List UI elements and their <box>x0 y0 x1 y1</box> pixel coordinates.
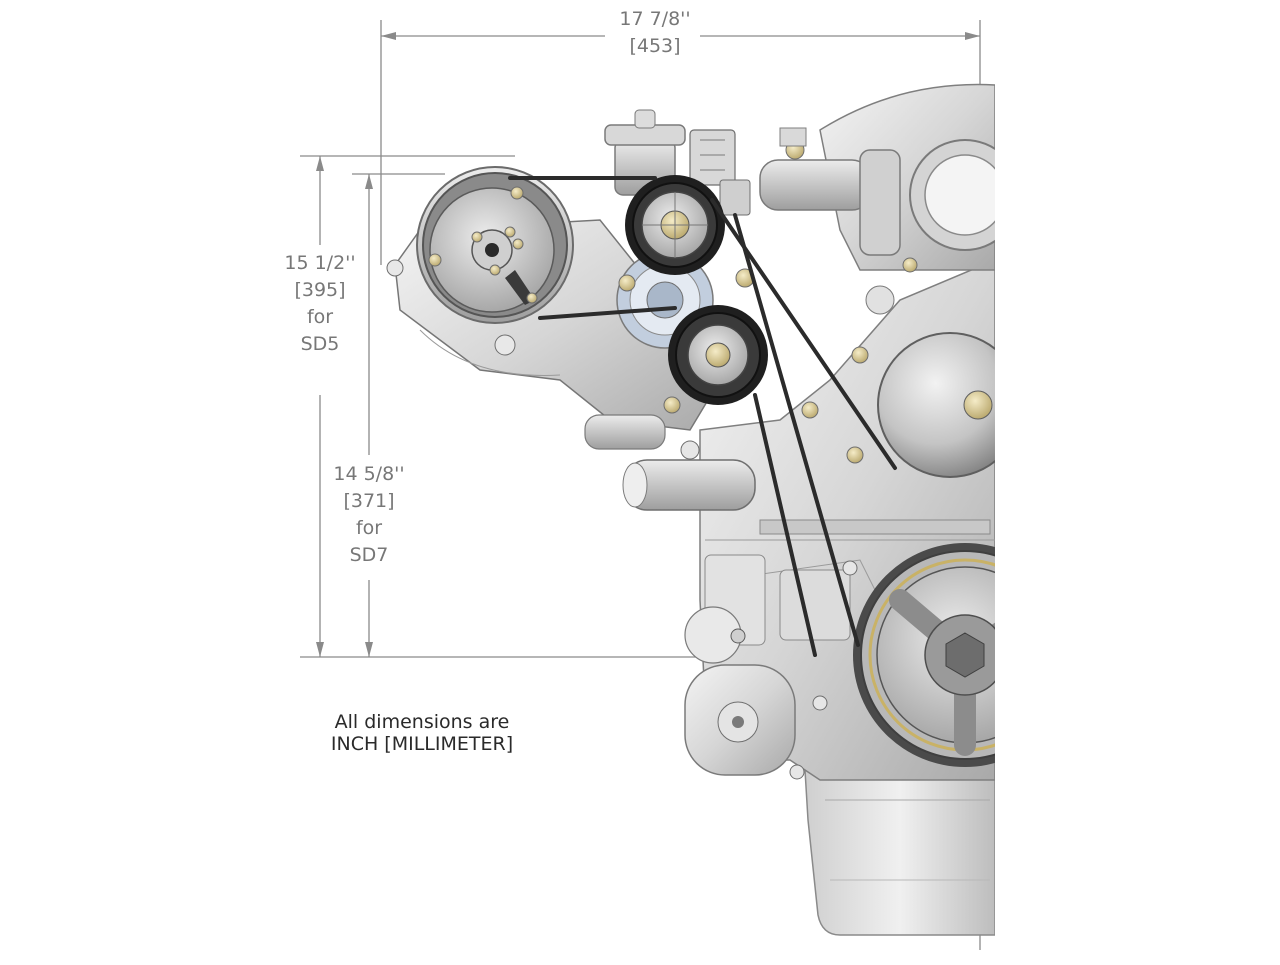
sensor-connector <box>689 129 751 216</box>
oil-pan <box>804 769 996 936</box>
ac-compressor <box>416 166 574 324</box>
starter-motor <box>684 606 796 776</box>
height-sd7-model: SD7 <box>349 544 389 566</box>
water-pump-pulley <box>877 332 1023 478</box>
height-sd7-dimension-label: 14 5/8'' [371] for SD7 <box>316 461 422 569</box>
height-sd5-for: for <box>306 306 334 328</box>
height-sd5-dimension-label: 15 1/2'' [395] for SD5 <box>268 250 372 358</box>
intake-manifold <box>759 83 1021 271</box>
units-note: All dimensions are INCH [MILLIMETER] <box>312 711 532 755</box>
idler-pulley <box>668 305 768 405</box>
width-mm: [453] <box>629 35 681 57</box>
serpentine-belt <box>508 176 897 657</box>
coolant-outlet <box>584 414 756 511</box>
height-sd7-mm: [371] <box>343 490 395 512</box>
height-sd5-mm: [395] <box>294 279 346 301</box>
height-sd7-for: for <box>355 517 383 539</box>
height-sd5-inch: 15 1/2'' <box>284 252 356 274</box>
height-sd5-model: SD5 <box>300 333 340 355</box>
height-sd7-inch: 14 5/8'' <box>333 463 405 485</box>
block-bolts <box>789 257 918 780</box>
width-dimension-label: 17 7/8'' [453] <box>600 6 710 60</box>
engine-illustration <box>386 0 1280 960</box>
tensioner-pulley <box>625 175 725 275</box>
units-note-line1: All dimensions are <box>334 711 510 733</box>
width-inch: 17 7/8'' <box>619 8 691 30</box>
units-note-line2: INCH [MILLIMETER] <box>330 733 514 755</box>
